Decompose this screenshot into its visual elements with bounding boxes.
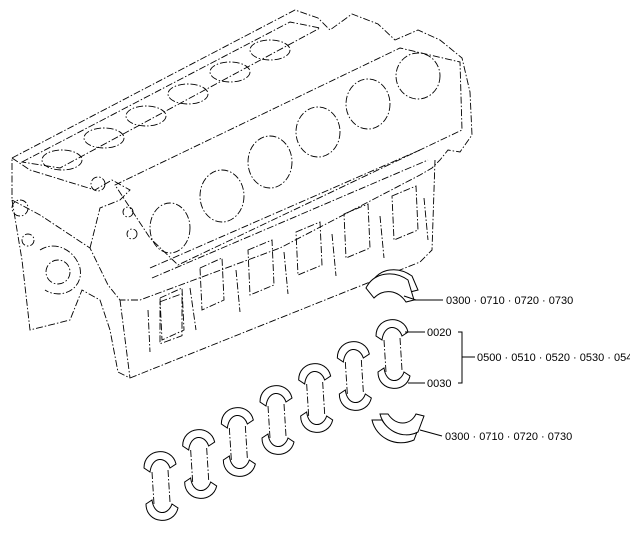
upper-bearing-shell [298, 363, 332, 385]
lower-bearing-shell [300, 411, 334, 433]
assembly-axis-line [383, 337, 403, 373]
assembly-axis-line [190, 447, 210, 483]
upper-bearing-shell [143, 451, 177, 473]
bracket-bearing-set [458, 331, 463, 384]
assembly-axis-line [344, 359, 364, 395]
callout-upper-thrust: 0300 · 0710 · 0720 · 0730 [446, 295, 573, 307]
assembly-axis-line [228, 425, 248, 461]
upper-bearing-shell [220, 407, 254, 429]
callout-lower-shell: 0030 [427, 378, 451, 390]
bearing-shell-pairs [143, 319, 411, 521]
lower-bearing-shell [261, 433, 295, 455]
upper-bearing-shell [182, 429, 216, 451]
bearing-pair-1 [143, 451, 179, 521]
assembly-axis-line [151, 469, 171, 505]
upper-bearing-shell [336, 341, 370, 363]
bearing-pair-6 [336, 341, 372, 411]
bearing-pair-7 [375, 319, 411, 389]
assembly-axis-line [267, 403, 287, 439]
lower-bearing-shell [222, 455, 256, 477]
bearing-pair-2 [182, 429, 218, 499]
upper-thrust-washer [365, 269, 419, 303]
callout-upper-shell: 0020 [427, 327, 451, 339]
lower-bearing-shell [377, 367, 411, 389]
lower-bearing-shell [338, 389, 372, 411]
callout-bearing-set: 0500 · 0510 · 0520 · 0530 · 0540 [477, 352, 630, 364]
assembly-axis-line [306, 381, 326, 417]
lower-bearing-shell [184, 477, 218, 499]
bearing-pair-3 [220, 407, 256, 477]
upper-bearing-shell [259, 385, 293, 407]
lower-bearing-shell [145, 499, 179, 521]
upper-bearing-shell [375, 319, 409, 341]
bearing-pair-4 [259, 385, 295, 455]
bearing-pair-5 [298, 363, 334, 433]
lower-thrust-washer [371, 413, 443, 444]
callout-lower-thrust: 0300 · 0710 · 0720 · 0730 [445, 431, 572, 443]
crankcase-block [11, 9, 473, 379]
